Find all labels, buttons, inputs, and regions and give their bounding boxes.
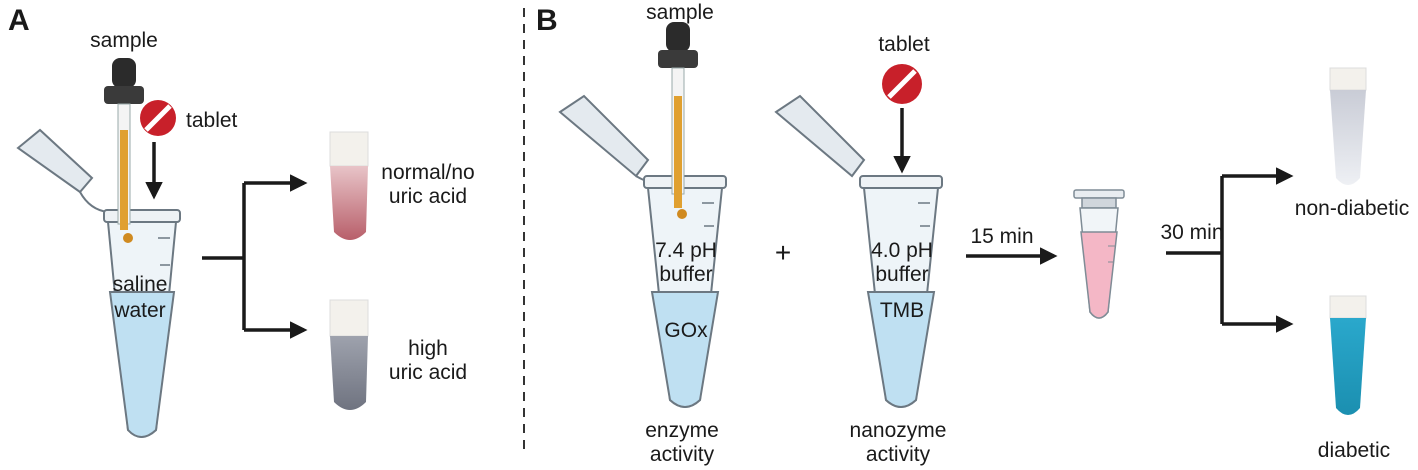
tube2-line2: buffer [875,263,929,286]
tube2-line1: 4.0 pH [871,239,933,262]
liquid-a [108,291,176,438]
tube2-caption-line1: nanozyme [849,419,947,442]
sample-label-a: sample [90,29,158,52]
tablet-label-a: tablet [186,109,238,132]
tube-lid-a [16,128,94,194]
tablet-icon-a [140,100,176,136]
eppendorf-tube-a [16,128,181,438]
outcome-normal-line1: normal/no [381,161,475,184]
outcome-diabetic: diabetic [1317,439,1391,462]
branch-arrows-b [1166,167,1294,333]
tube1-caption-line2: activity [649,443,715,466]
dropper-b [658,22,698,219]
result-tube-normal [329,131,369,240]
result-tube-non-diabetic [1329,67,1367,185]
panel-b [558,22,1367,415]
tube-a-label-line1: saline [112,273,168,296]
tablet-icon-b [882,64,922,104]
tube1-line2: buffer [659,263,713,286]
step2-time-label: 30 min [1160,221,1224,244]
tube-a-label-line2: water [114,299,166,322]
branch-arrows-a [202,174,308,339]
tube2-caption-line2: activity [865,443,931,466]
tablet-label-b: tablet [878,33,930,56]
tube1-line1: 7.4 pH [655,239,717,262]
tube1-bottom-label: GOx [664,319,708,342]
outcome-high-line2: uric acid [388,361,468,384]
tube1-caption-line1: enzyme [645,419,719,442]
panel-a [16,58,369,438]
plus-sign: + [774,237,792,268]
panel-letter-a: A [8,4,30,37]
tube2-bottom-label: TMB [879,299,925,322]
result-tube-high [329,299,369,410]
outcome-non-diabetic: non-diabetic [1294,197,1410,220]
panel-letter-b: B [536,4,558,37]
dropper-a [104,58,144,243]
eppendorf-tube-b1 [558,94,727,408]
sample-label-b: sample [646,1,714,24]
mixed-tube [1073,189,1125,319]
step1-time-label: 15 min [970,225,1034,248]
outcome-high-line1: high [408,337,448,360]
result-tube-diabetic [1329,295,1367,415]
eppendorf-tube-b2 [774,94,943,408]
outcome-normal-line2: uric acid [388,185,468,208]
